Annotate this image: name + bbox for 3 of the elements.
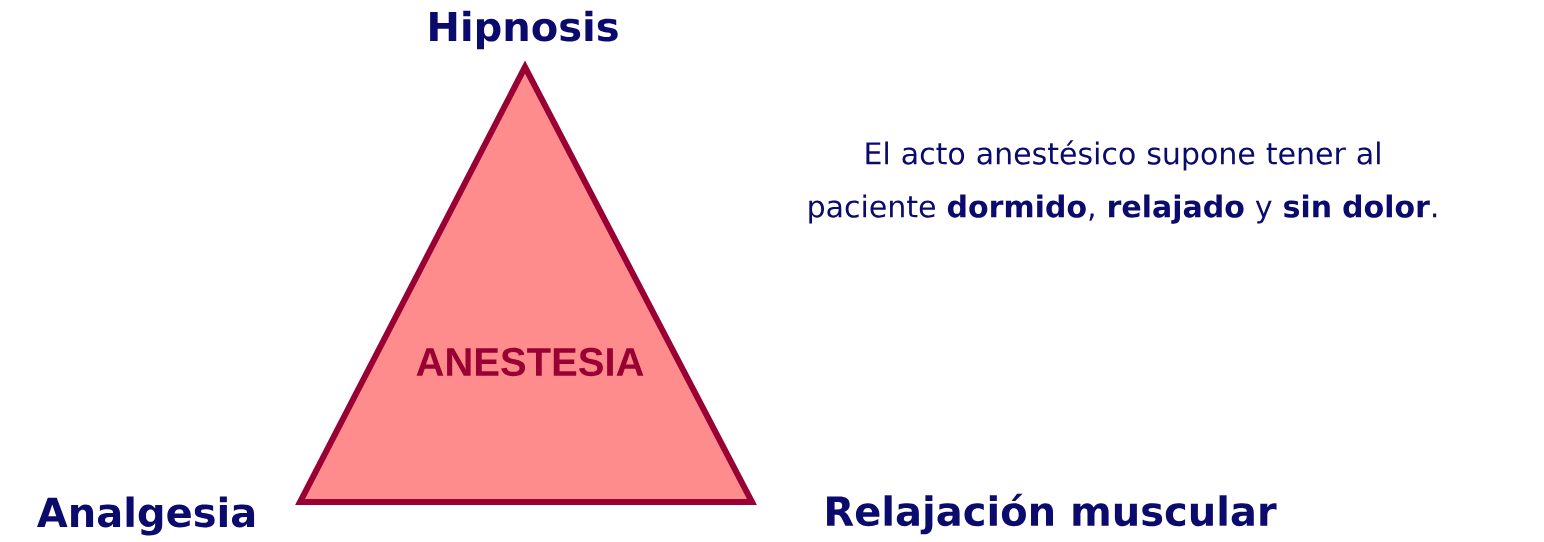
corner-label: Relajación muscular xyxy=(827,493,1277,535)
corner-label: Analgesia xyxy=(37,496,255,536)
description-text: El acto anestésico supone tener al paciente dormido, relajado y sin dolor. xyxy=(809,140,1437,224)
